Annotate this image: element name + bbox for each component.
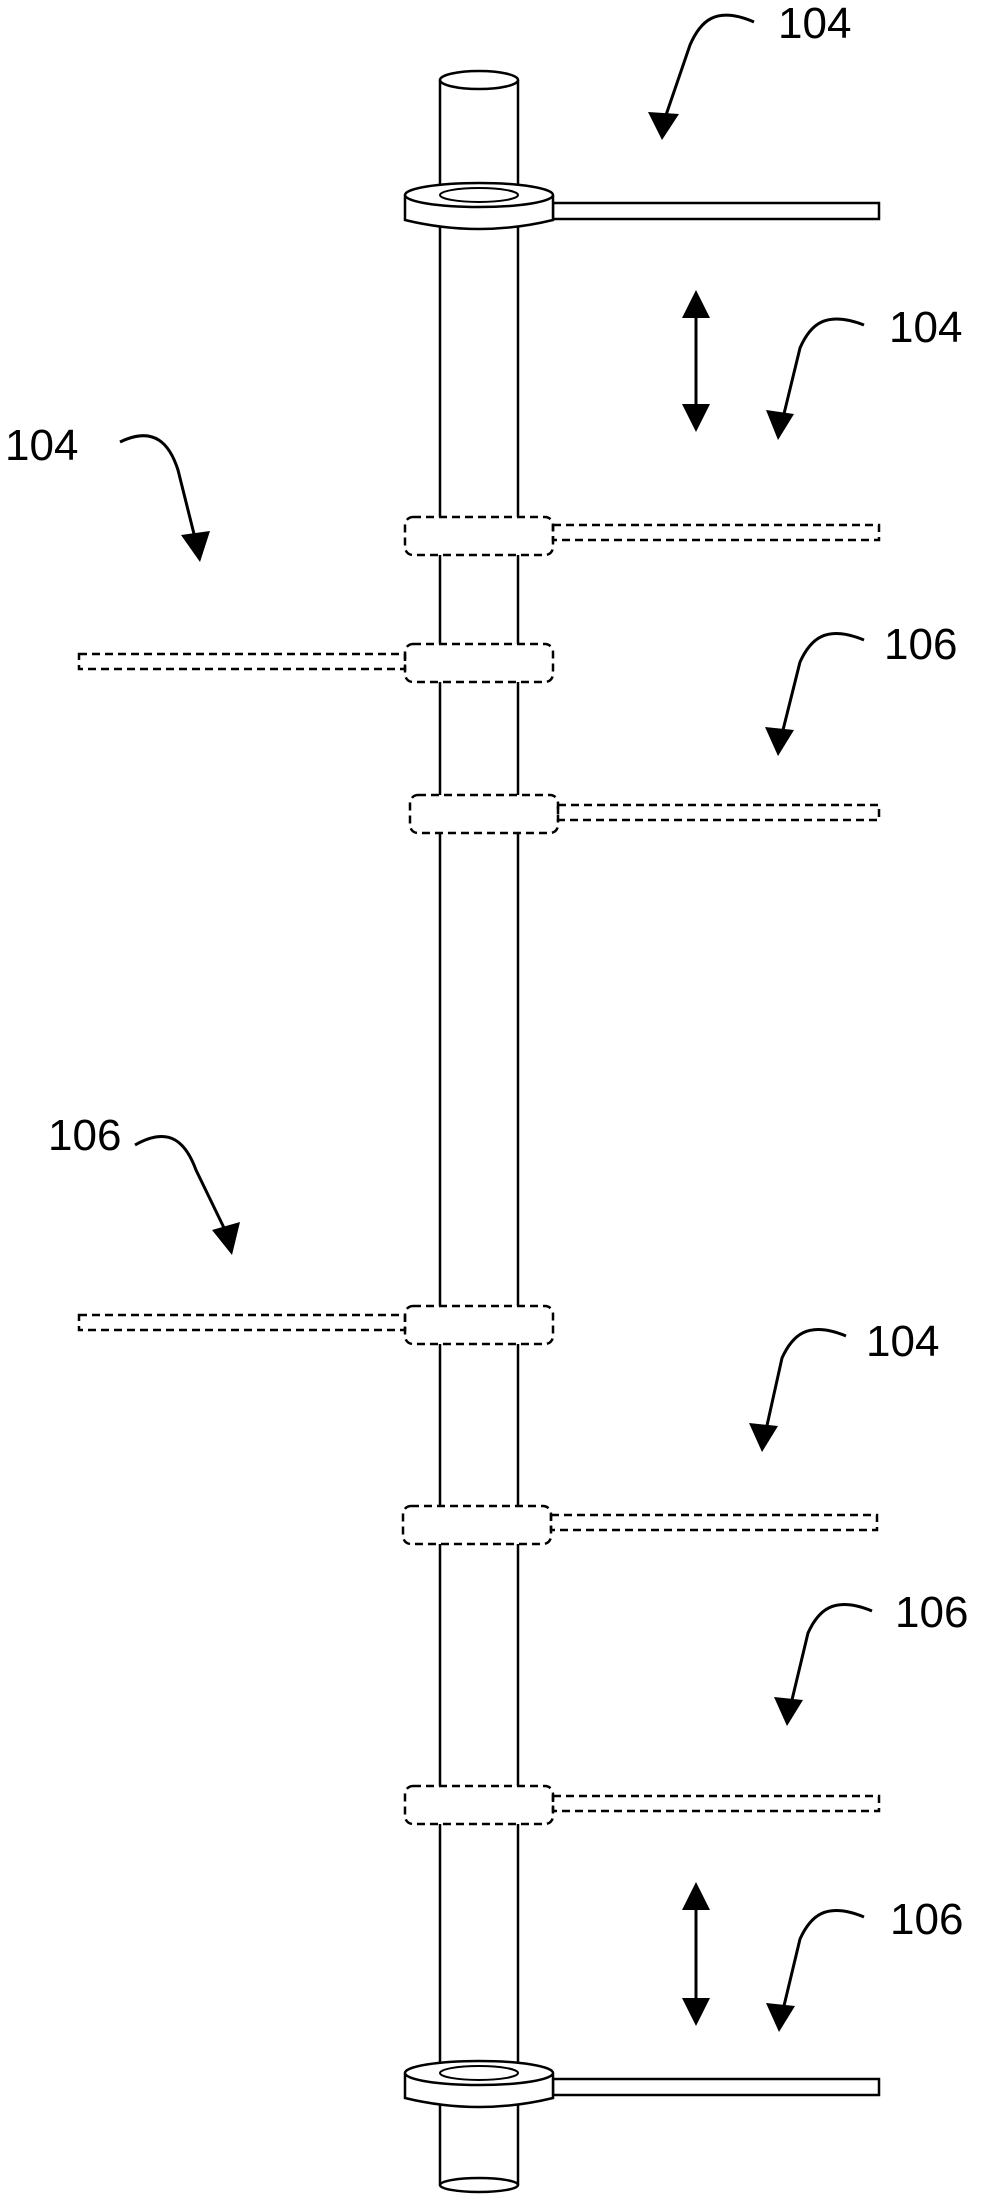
label-106-right-b: 106: [895, 1588, 968, 1637]
label-104-upper-right: 104: [889, 303, 962, 352]
label-104-upper-left: 104: [5, 421, 78, 470]
reference-labels: 104 104 104 106 106 104 106 106: [5, 0, 968, 1944]
label-104-lower-right: 104: [866, 1317, 939, 1366]
leader-arrow-bottom-right-106-head: [766, 2003, 795, 2032]
shaft: [440, 71, 518, 2192]
double-arrow-upper: [682, 290, 710, 432]
leader-arrow-left-106-head: [212, 1222, 240, 1255]
leader-arrow-upper-right-head: [766, 410, 794, 440]
dashed-collar-right-3: [403, 1506, 877, 1544]
label-106-left: 106: [48, 1111, 121, 1160]
leader-arrow-upper-right: [783, 319, 864, 418]
leader-arrow-left-106: [135, 1136, 226, 1232]
leader-arrow-right-106-a-head: [765, 727, 794, 756]
label-106-bottom-right: 106: [890, 1895, 963, 1944]
dashed-collar-right-2: [410, 795, 879, 833]
dashed-collar-left-1: [79, 644, 553, 682]
leader-arrow-upper-left-head: [181, 531, 210, 562]
dashed-collar-right-4: [405, 1786, 879, 1824]
leader-arrow-bottom-right-106: [783, 1911, 864, 2010]
leader-arrows: [120, 15, 872, 2032]
leader-arrow-right-106-b: [791, 1605, 872, 1704]
leader-arrow-lower-right-104: [766, 1330, 846, 1430]
shaft-bottom-end: [440, 2178, 518, 2192]
dashed-collar-left-2: [79, 1306, 553, 1344]
shaft-top-end: [440, 71, 518, 89]
leader-arrow-right-106-b-head: [774, 1697, 803, 1726]
dashed-collar-right-1: [405, 517, 879, 555]
leader-arrow-top: [665, 15, 754, 118]
label-104-top: 104: [778, 0, 851, 48]
double-arrow-lower: [682, 1882, 710, 2026]
label-106-right-a: 106: [884, 620, 957, 669]
leader-arrow-lower-right-104-head: [749, 1423, 778, 1452]
leader-arrow-upper-left: [120, 436, 195, 538]
bottom-solid-collar: [405, 2061, 879, 2107]
leader-arrow-right-106-a: [782, 634, 864, 734]
top-solid-collar: [405, 183, 879, 229]
leader-arrow-top-head: [648, 112, 679, 140]
